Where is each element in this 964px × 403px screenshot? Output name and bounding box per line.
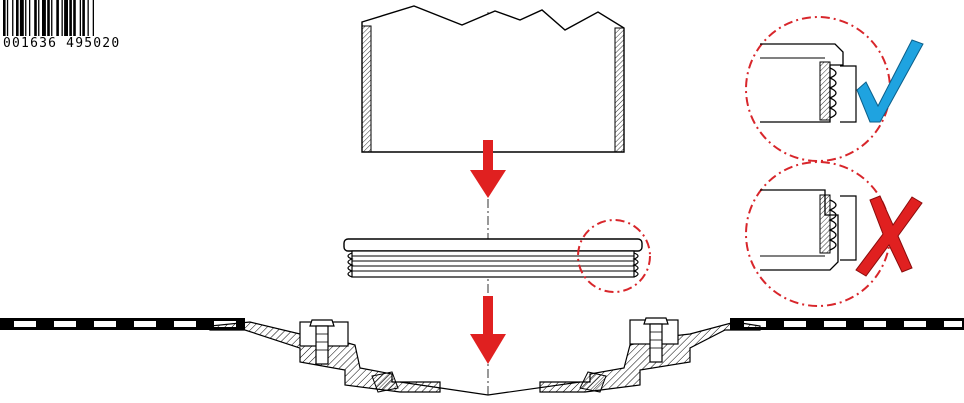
check-icon — [856, 39, 924, 123]
barcode-bar — [16, 0, 19, 36]
barcode-bar — [51, 0, 53, 36]
barcode-bar — [87, 0, 89, 36]
barcode-bar — [19, 0, 24, 36]
barcode — [0, 0, 198, 38]
barcode-bar — [79, 0, 81, 36]
barcode-bar — [42, 0, 46, 36]
barcode-bar — [29, 0, 31, 36]
barcode-bar — [69, 0, 72, 36]
roof-membrane-right — [730, 318, 964, 330]
barcode-bar — [61, 0, 63, 36]
gasket-seal — [343, 238, 643, 278]
drain-body-right — [539, 317, 761, 393]
down-arrow-icon — [470, 296, 506, 364]
barcode-bar — [34, 0, 37, 36]
barcode-bar — [64, 0, 68, 36]
barcode-bar — [47, 0, 50, 36]
barcode-bar — [92, 0, 94, 36]
barcode-bar — [3, 0, 6, 36]
cross-icon — [855, 195, 923, 277]
barcode-bar — [73, 0, 76, 36]
drain-outlet — [399, 381, 581, 396]
barcode-bar — [56, 0, 59, 36]
barcode-bar — [12, 0, 14, 36]
detail-view-incorrect — [745, 161, 923, 307]
detail-highlight-circle — [577, 219, 651, 293]
barcode-bar — [6, 0, 9, 36]
barcode-bar — [38, 0, 40, 36]
barcode-number: 001636 495020 — [3, 36, 121, 51]
pipe-section — [361, 5, 625, 153]
detail-view-correct — [745, 16, 924, 162]
barcode-bar — [82, 0, 85, 36]
down-arrow-icon — [470, 140, 506, 198]
barcode-bars — [3, 0, 94, 36]
drain-body-left — [209, 319, 441, 393]
barcode-bar — [25, 0, 27, 36]
roof-membrane-left — [0, 318, 245, 330]
